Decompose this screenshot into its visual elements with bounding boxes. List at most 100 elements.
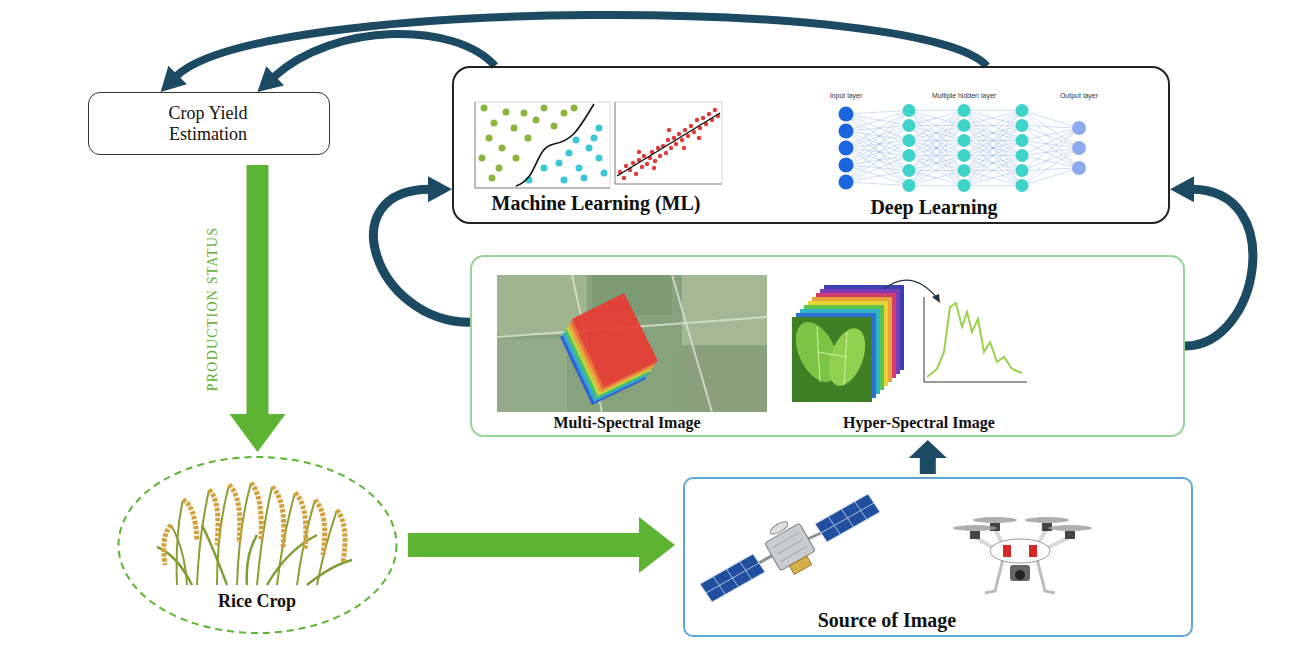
neural-network bbox=[909, 111, 964, 186]
drone bbox=[1010, 565, 1030, 581]
neural-network bbox=[909, 171, 964, 186]
regression-plot bbox=[645, 162, 649, 166]
neural-network bbox=[964, 141, 1022, 186]
neural-network bbox=[964, 156, 1022, 186]
arrow-shaft bbox=[1185, 189, 1253, 346]
neural-network bbox=[903, 164, 916, 177]
neural-network bbox=[964, 126, 1022, 186]
drone bbox=[1065, 531, 1075, 539]
satellite bbox=[768, 519, 789, 536]
satellite bbox=[706, 562, 759, 595]
block-arrow bbox=[408, 517, 675, 573]
rice-panicles bbox=[337, 510, 345, 563]
crop-ellipse: Rice Crop bbox=[117, 455, 398, 635]
rice-panicles bbox=[229, 485, 240, 543]
neural-network bbox=[964, 171, 1022, 186]
aerial-photo bbox=[682, 275, 767, 345]
neural-network bbox=[909, 111, 964, 156]
spectral-band-stack bbox=[572, 293, 658, 387]
regression-plot bbox=[680, 138, 684, 142]
scatter-plot bbox=[586, 145, 593, 152]
regression-plot bbox=[707, 112, 711, 116]
neural-network bbox=[846, 165, 909, 171]
neural-network bbox=[964, 111, 1022, 156]
scatter-plot bbox=[571, 105, 578, 112]
rice-panicles bbox=[164, 483, 345, 565]
neural-network bbox=[909, 111, 964, 141]
neural-network bbox=[964, 111, 1022, 141]
rice-leaves bbox=[307, 560, 352, 585]
neural-network bbox=[846, 111, 909, 183]
rice-panicles bbox=[315, 500, 325, 555]
neural-network bbox=[1016, 149, 1029, 162]
neural-network bbox=[846, 156, 909, 166]
neural-network bbox=[964, 185, 1022, 186]
regression-plot bbox=[667, 128, 671, 132]
scatter-plot bbox=[475, 102, 610, 188]
neural-network bbox=[964, 171, 1022, 186]
neural-network bbox=[964, 126, 1022, 186]
node-label: Rice Crop bbox=[218, 591, 296, 612]
rice-stems bbox=[171, 483, 337, 585]
connector-arrow bbox=[909, 440, 947, 474]
scatter-plot bbox=[481, 105, 488, 112]
drone bbox=[1048, 525, 1092, 531]
neural-network bbox=[909, 111, 964, 141]
rice-leaves bbox=[267, 535, 317, 585]
layer-label: Multiple hidden layer bbox=[932, 92, 996, 100]
neural-network bbox=[958, 149, 971, 162]
neural-network bbox=[964, 111, 1022, 171]
scatter-plot bbox=[556, 160, 563, 167]
aerial-photo bbox=[677, 349, 767, 412]
neural-network bbox=[846, 131, 909, 186]
neural-network bbox=[846, 111, 909, 149]
neural-network bbox=[1022, 168, 1079, 171]
neural-network bbox=[846, 182, 909, 186]
neural-network bbox=[964, 141, 1022, 186]
arrowhead bbox=[257, 66, 284, 92]
neural-network bbox=[839, 107, 854, 122]
drone bbox=[973, 517, 1017, 523]
regression-plot bbox=[713, 108, 717, 112]
node-label: Machine Learning (ML) bbox=[492, 192, 701, 215]
spectral-band-stack bbox=[560, 293, 658, 405]
scatter-plot bbox=[596, 125, 603, 132]
neural-network bbox=[839, 175, 854, 190]
connector-arrow bbox=[1170, 176, 1253, 346]
neural-network bbox=[909, 126, 964, 186]
arrowhead bbox=[1170, 176, 1194, 202]
drone bbox=[970, 531, 980, 539]
regression-plot bbox=[689, 124, 693, 128]
block-arrow bbox=[909, 440, 947, 474]
neural-network bbox=[846, 111, 909, 166]
neural-network bbox=[1022, 126, 1079, 169]
scatter-plot bbox=[561, 110, 568, 117]
neural-network bbox=[909, 111, 964, 186]
neural-network bbox=[846, 156, 909, 183]
scatter-plot bbox=[551, 123, 558, 130]
scatter-plot bbox=[596, 155, 603, 162]
connector-arrow bbox=[257, 34, 495, 92]
neural-network bbox=[846, 126, 909, 166]
neural-network bbox=[846, 126, 909, 183]
regression-plot bbox=[640, 165, 644, 169]
regression-plot bbox=[682, 146, 686, 150]
neural-network bbox=[964, 111, 1022, 156]
neural-network bbox=[846, 141, 909, 183]
neural-network bbox=[964, 111, 1022, 126]
neural-network bbox=[909, 111, 964, 156]
drone bbox=[1003, 545, 1011, 557]
edge-label: PRODUCTION STATUS bbox=[205, 226, 220, 390]
scatter-plot bbox=[601, 170, 608, 177]
scatter-plot bbox=[475, 102, 610, 188]
neural-network bbox=[909, 126, 964, 186]
scatter-plot bbox=[566, 150, 573, 157]
satellite bbox=[821, 502, 874, 535]
hyperspectral-cube bbox=[787, 280, 940, 402]
regression-plot bbox=[617, 113, 720, 176]
arrowhead bbox=[428, 176, 452, 202]
scatter-plot bbox=[525, 135, 532, 142]
neural-network bbox=[846, 131, 909, 156]
regression-plot bbox=[669, 146, 673, 150]
satellite bbox=[789, 556, 811, 575]
